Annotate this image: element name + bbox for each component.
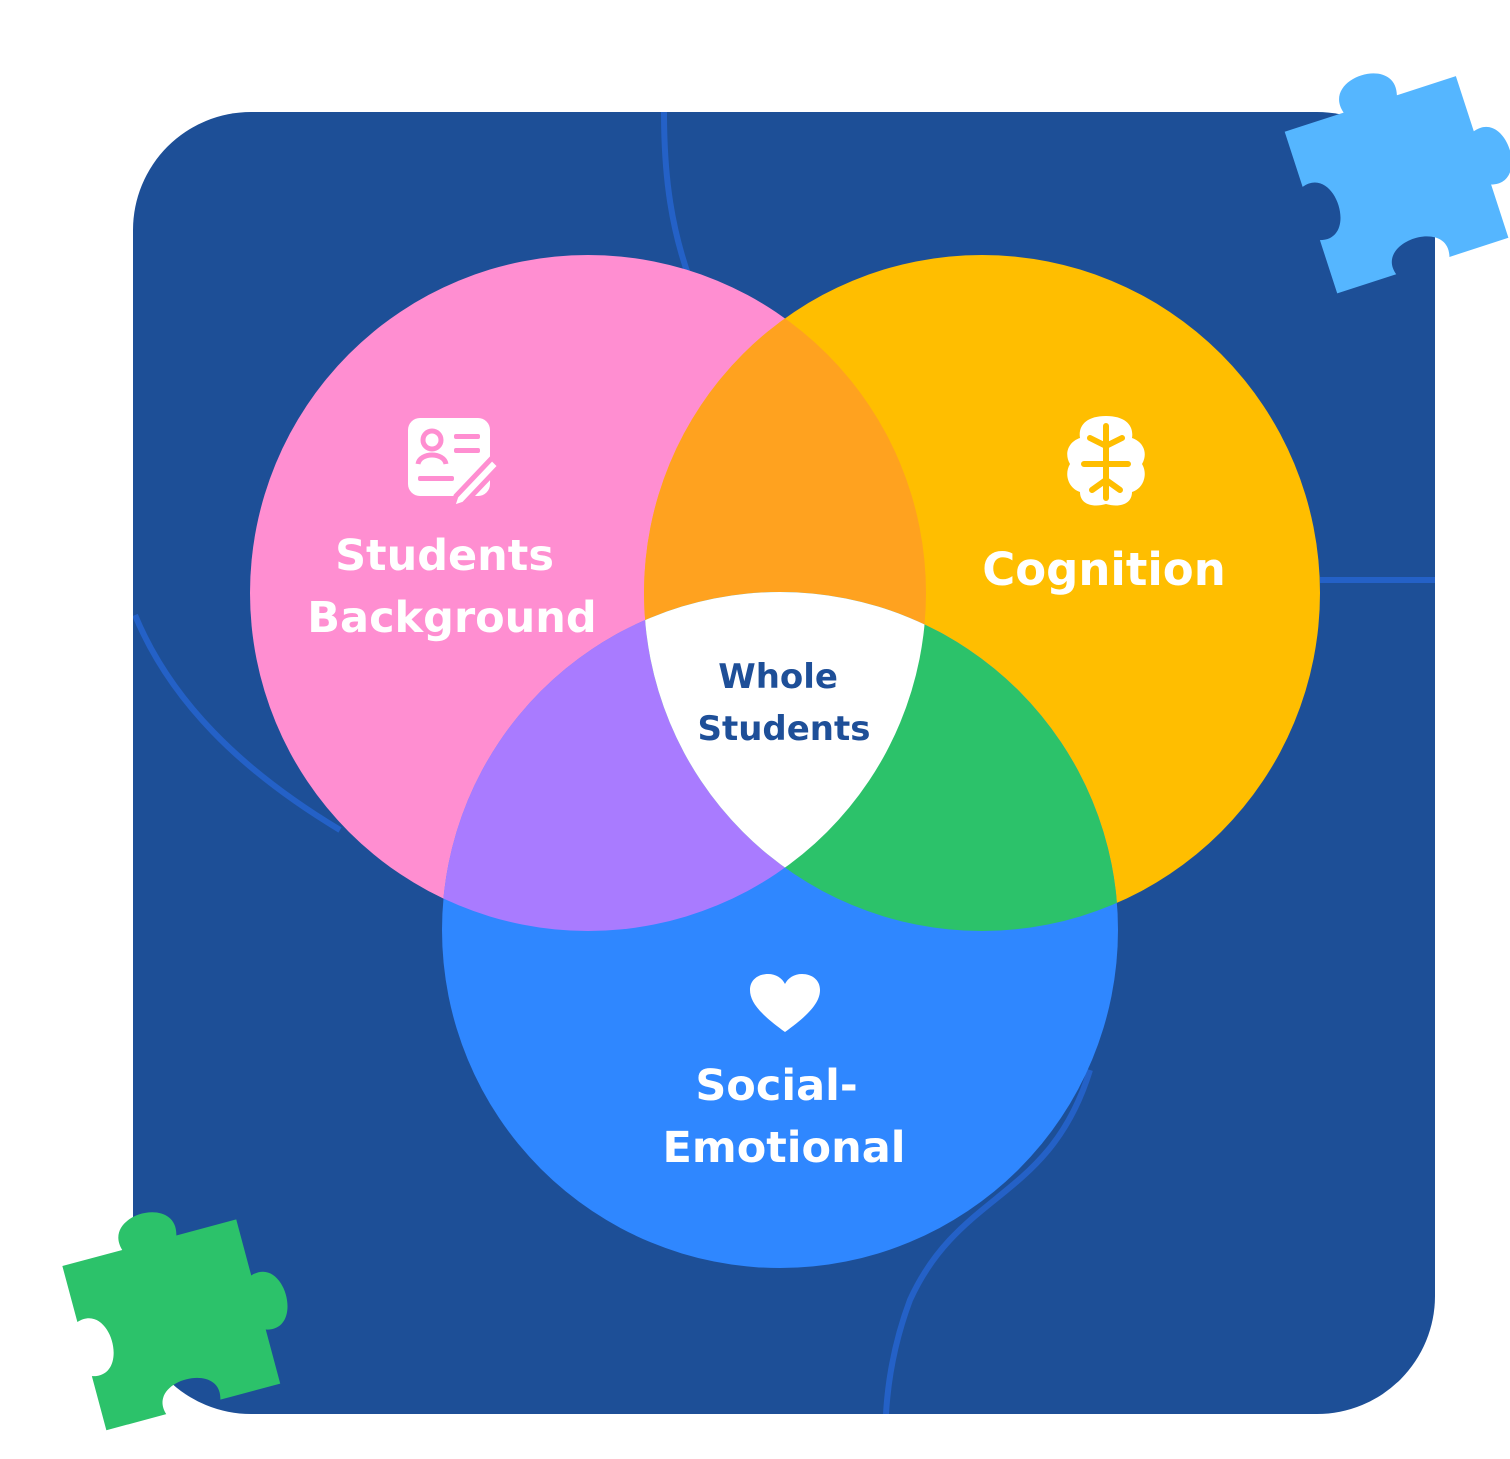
heart-icon xyxy=(750,974,820,1032)
label-students-background: Students Background xyxy=(307,531,596,643)
label-social-emotional: Social- Emotional xyxy=(663,1061,906,1173)
label-cognition: Cognition xyxy=(982,543,1226,596)
profile-card-pencil-icon xyxy=(408,418,504,512)
label-whole-students: Whole Students xyxy=(697,657,870,749)
brain-icon xyxy=(1067,416,1145,506)
panel-accent-lines xyxy=(133,112,1435,1414)
